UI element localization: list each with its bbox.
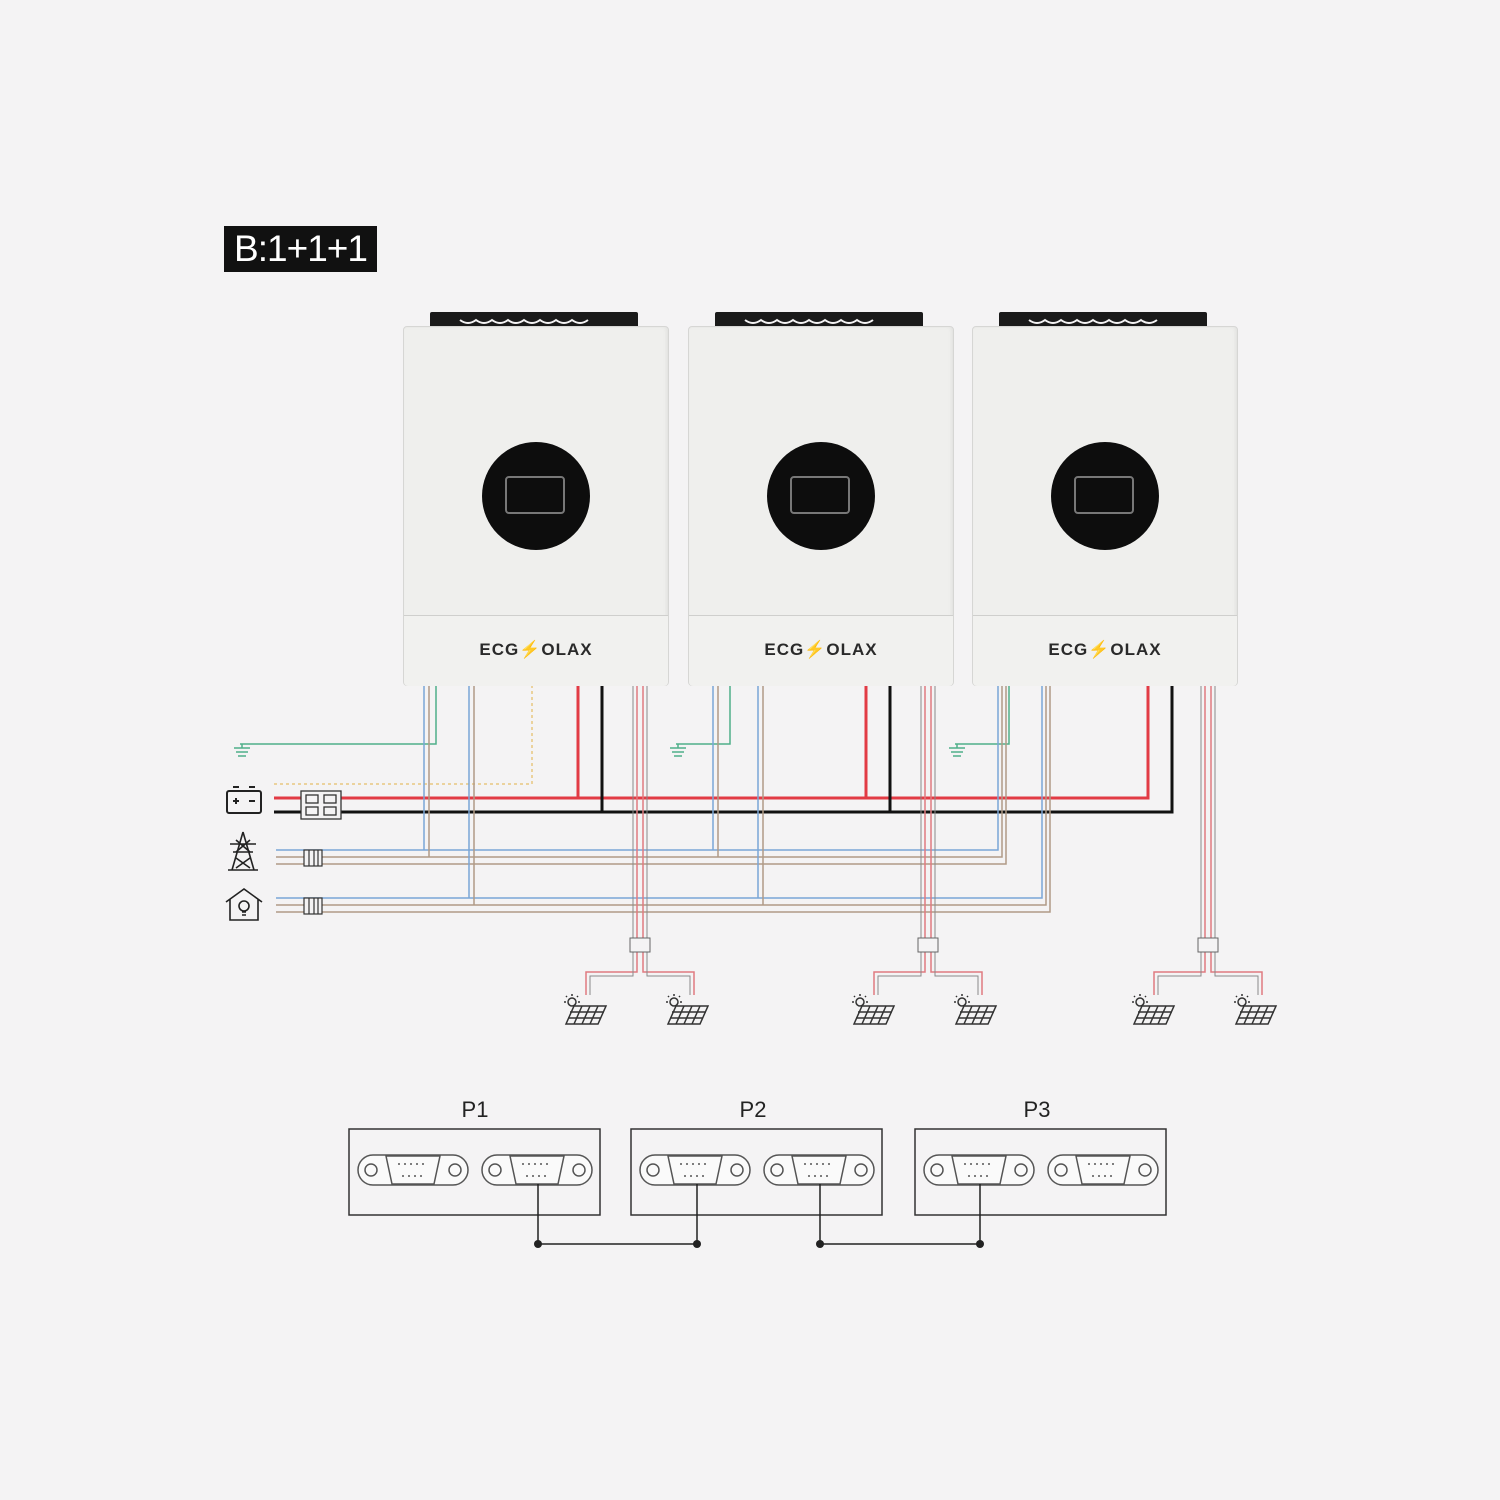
inverter-lower-panel <box>973 615 1237 686</box>
breaker-icon <box>303 897 323 915</box>
ground-icon <box>670 744 686 757</box>
lcd-display <box>767 442 875 550</box>
configuration-label: B:1+1+1 <box>224 226 377 272</box>
port-label-p1: P1 <box>461 1097 489 1122</box>
pv-connector-icon <box>629 937 1219 953</box>
pv-wire-shadows <box>589 686 1259 995</box>
parallel-port-box-p1 <box>348 1128 601 1216</box>
solar-panel-icon <box>564 994 1278 1025</box>
port-label-p3: P3 <box>1023 1097 1051 1122</box>
lcd-display <box>1051 442 1159 550</box>
db9-connector-icon <box>357 1154 1159 1186</box>
ground-wires <box>240 686 1010 745</box>
mounting-bracket <box>999 312 1207 328</box>
load-output-wires <box>276 686 1051 913</box>
bracket-teeth <box>459 318 1158 324</box>
inverter-lower-panel <box>689 615 953 686</box>
mounting-bracket <box>715 312 923 328</box>
junction-dots <box>534 1240 984 1248</box>
port-label-p2: P2 <box>739 1097 767 1122</box>
ground-icon <box>234 744 250 757</box>
inverter-lower-panel <box>404 615 668 686</box>
comm-dotted-wire <box>274 686 533 785</box>
breaker-icon <box>300 790 342 820</box>
home-load-icon <box>225 888 263 921</box>
battery-icon <box>226 786 262 814</box>
pv-wires <box>585 686 1263 995</box>
battery-positive-wires <box>274 686 1150 800</box>
breaker-icon <box>303 849 323 867</box>
parallel-cable <box>537 1184 981 1245</box>
inverter-2: ECG⚡OLAX <box>688 312 954 686</box>
inverter-body: ECG⚡OLAX <box>688 326 954 686</box>
brand-logo: ECG⚡OLAX <box>764 640 878 659</box>
ground-icon <box>949 744 965 757</box>
brand-logo: ECG⚡OLAX <box>479 640 593 659</box>
grid-tower-icon <box>228 831 258 871</box>
inverter-3: ECG⚡OLAX <box>972 312 1238 686</box>
inverter-1: ECG⚡OLAX <box>403 312 669 686</box>
grid-input-wires <box>276 686 1007 865</box>
inverter-body: ECG⚡OLAX <box>403 326 669 686</box>
mounting-bracket <box>430 312 638 328</box>
battery-negative-wires <box>274 686 1174 814</box>
parallel-port-box-p2 <box>630 1128 883 1216</box>
brand-logo: ECG⚡OLAX <box>1048 640 1162 659</box>
screen-icon <box>505 476 565 514</box>
inverter-body: ECG⚡OLAX <box>972 326 1238 686</box>
screen-icon <box>790 476 850 514</box>
parallel-port-box-p3 <box>914 1128 1167 1216</box>
lcd-display <box>482 442 590 550</box>
screen-icon <box>1074 476 1134 514</box>
